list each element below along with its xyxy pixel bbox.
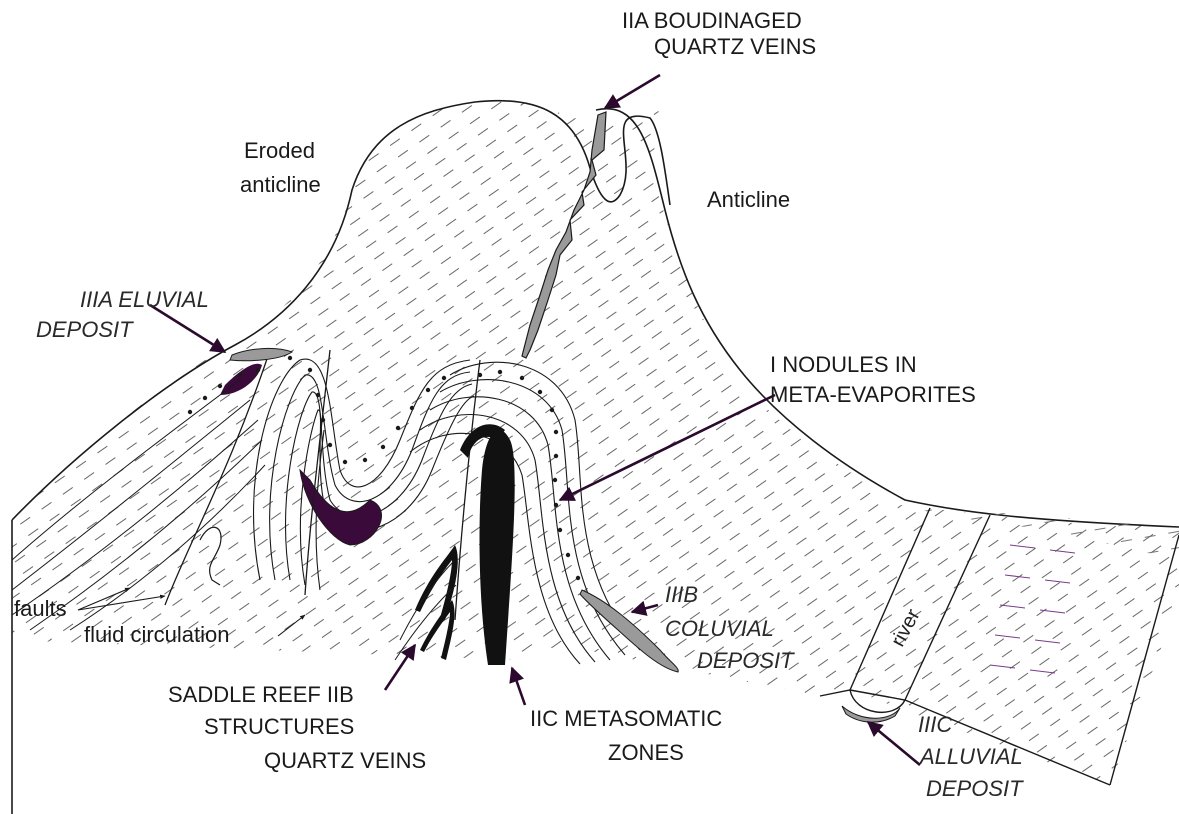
label-iiic-line1: IIIC: [918, 712, 1023, 738]
alluvial-deposit: [842, 706, 900, 722]
label-saddle-line3: QUARTZ VEINS: [168, 748, 426, 774]
label-iia-line2: QUARTZ VEINS: [622, 34, 902, 60]
label-eroded-line1: Eroded: [240, 138, 321, 164]
label-eroded-line2: anticline: [240, 172, 321, 198]
label-iiib-line3: DEPOSIT: [697, 648, 794, 674]
label-iiib-line1: IIIB: [665, 582, 794, 608]
label-iic-line2: ZONES: [530, 740, 722, 766]
label-saddle-line2: STRUCTURES: [168, 714, 426, 740]
label-iiia: IIIA ELUVIAL DEPOSIT: [80, 287, 209, 343]
label-iia-line1: IIA BOUDINAGED: [622, 8, 902, 34]
label-iiia-line2: DEPOSIT: [36, 317, 209, 343]
label-eroded-anticline: Eroded anticline: [240, 138, 321, 198]
label-iiic: IIIC ALLUVIAL DEPOSIT: [918, 712, 1023, 802]
label-saddle-reef: SADDLE REEF IIB STRUCTURES QUARTZ VEINS: [168, 682, 426, 774]
label-iiib: IIIB COLUVIAL DEPOSIT: [665, 582, 794, 674]
label-iiia-line1: IIIA ELUVIAL: [80, 287, 209, 313]
label-iic: IIC METASOMATIC ZONES: [530, 706, 722, 766]
label-faults: faults: [14, 596, 67, 622]
label-i-nodules: I NODULES IN META-EVAPORITES: [770, 352, 976, 408]
label-i-line2: META-EVAPORITES: [770, 382, 976, 408]
label-i-line1: I NODULES IN: [770, 352, 976, 378]
label-fluid-circulation: fluid circulation: [84, 622, 230, 648]
label-iia: IIA BOUDINAGED QUARTZ VEINS: [622, 8, 902, 60]
label-saddle-line1: SADDLE REEF IIB: [168, 682, 426, 708]
label-anticline: Anticline: [707, 187, 790, 213]
label-iiic-line2: ALLUVIAL: [920, 744, 1023, 770]
label-iiic-line3: DEPOSIT: [926, 776, 1023, 802]
label-iiib-line2: COLUVIAL: [665, 616, 794, 642]
label-iic-line1: IIC METASOMATIC: [530, 706, 722, 732]
